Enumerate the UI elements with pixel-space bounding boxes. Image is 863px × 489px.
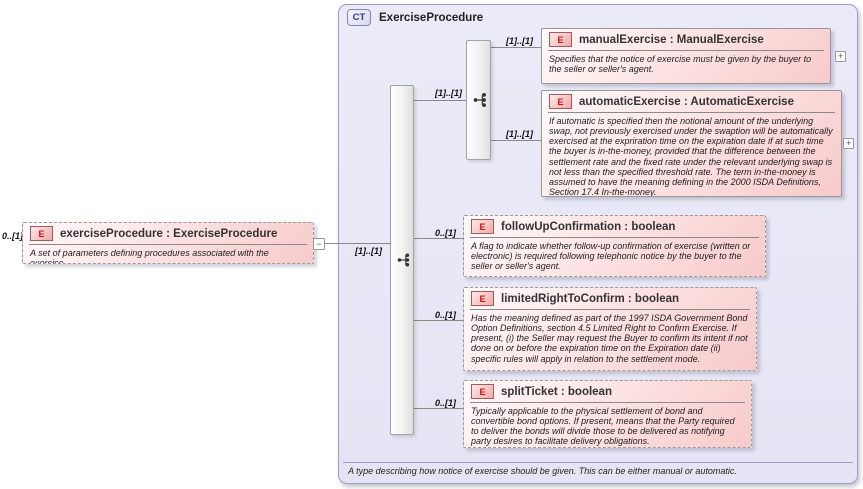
element-description: A set of parameters defining procedures … <box>30 248 269 264</box>
expand-toggle-icon[interactable]: + <box>843 138 854 149</box>
connector-choice-to-manualExercise <box>491 47 541 48</box>
sequence-indicator[interactable] <box>390 85 414 435</box>
element-description: If automatic is specified then the notio… <box>549 116 833 197</box>
cardinality-followUpConfirmation: 0..[1] <box>435 228 457 238</box>
element-header: E limitedRightToConfirm : boolean <box>464 288 756 308</box>
cardinality-limitedRightToConfirm: 0..[1] <box>435 310 457 320</box>
complex-type-title: ExerciseProcedure <box>379 11 484 24</box>
element-badge-icon: E <box>30 226 53 241</box>
connector-sequence-to-limitedRightToConfirm <box>414 320 463 321</box>
element-header: E automaticExercise : AutomaticExercise <box>542 91 841 111</box>
cardinality-choice: [1]..[1] <box>435 88 462 98</box>
element-title: limitedRightToConfirm : boolean <box>501 292 680 305</box>
element-followUpConfirmation[interactable]: E followUpConfirmation : boolean A flag … <box>463 215 766 277</box>
element-header: E exerciseProcedure : ExerciseProcedure <box>23 223 313 243</box>
element-badge-icon: E <box>549 94 572 109</box>
element-description: Has the meaning defined as part of the 1… <box>471 313 748 364</box>
connector-root-to-sequence <box>325 243 390 244</box>
complex-type-header: CT ExerciseProcedure <box>347 9 483 26</box>
element-header: E manualExercise : ManualExercise <box>542 29 830 49</box>
cardinality-manualExercise: [1]..[1] <box>506 36 533 46</box>
element-automaticExercise[interactable]: E automaticExercise : AutomaticExercise … <box>541 90 842 197</box>
element-title: exerciseProcedure : ExerciseProcedure <box>60 227 278 240</box>
choice-indicator[interactable] <box>466 40 491 160</box>
connector-sequence-to-followUpConfirmation <box>414 238 463 239</box>
divider <box>29 244 307 245</box>
element-badge-icon: E <box>471 384 494 399</box>
divider <box>470 402 745 403</box>
divider <box>548 50 824 51</box>
element-exerciseProcedure[interactable]: E exerciseProcedure : ExerciseProcedure … <box>22 222 314 264</box>
footer-divider <box>343 462 853 463</box>
cardinality-splitTicket: 0..[1] <box>435 398 457 408</box>
choice-icon <box>473 93 486 107</box>
expand-toggle-icon[interactable]: + <box>835 51 846 62</box>
collapse-toggle-icon[interactable]: − <box>313 238 325 250</box>
element-description: A flag to indicate whether follow-up con… <box>471 241 751 272</box>
element-description: Typically applicable to the physical set… <box>471 406 735 447</box>
element-limitedRightToConfirm[interactable]: E limitedRightToConfirm : boolean Has th… <box>463 287 757 371</box>
connector-choice-to-automaticExercise <box>491 140 541 141</box>
cardinality-automaticExercise: [1]..[1] <box>506 129 533 139</box>
element-header: E followUpConfirmation : boolean <box>464 216 765 236</box>
cardinality-sequence: [1]..[1] <box>355 246 382 256</box>
element-header: E splitTicket : boolean <box>464 381 751 401</box>
element-badge-icon: E <box>471 219 494 234</box>
element-description: Specifies that the notice of exercise mu… <box>549 54 812 75</box>
connector-sequence-to-choice <box>414 100 466 101</box>
divider <box>470 237 759 238</box>
element-title: splitTicket : boolean <box>501 385 612 398</box>
element-title: followUpConfirmation : boolean <box>501 220 676 233</box>
divider <box>548 112 835 113</box>
element-splitTicket[interactable]: E splitTicket : boolean Typically applic… <box>463 380 752 448</box>
element-manualExercise[interactable]: E manualExercise : ManualExercise Specif… <box>541 28 831 84</box>
element-title: manualExercise : ManualExercise <box>579 33 764 46</box>
element-badge-icon: E <box>549 32 572 47</box>
cardinality-exerciseProcedure: 0..[1] <box>2 231 24 241</box>
sequence-icon <box>397 253 410 267</box>
connector-sequence-to-splitTicket <box>414 408 463 409</box>
complex-type-badge-icon: CT <box>347 9 371 26</box>
complex-type-annotation: A type describing how notice of exercise… <box>348 466 737 476</box>
element-title: automaticExercise : AutomaticExercise <box>579 95 794 108</box>
element-badge-icon: E <box>471 291 494 306</box>
divider <box>470 309 750 310</box>
